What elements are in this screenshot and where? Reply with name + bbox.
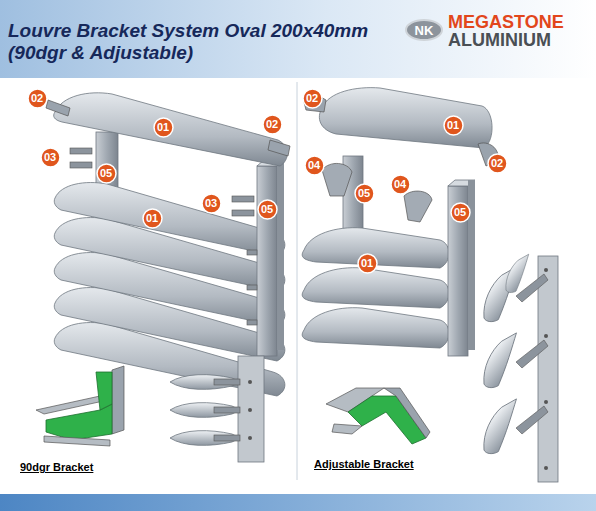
callout-text: 01 — [157, 122, 169, 133]
callout-text: 05 — [100, 168, 112, 179]
callout-text: 01 — [447, 120, 459, 131]
callout-number: 02 — [27, 88, 48, 109]
callout-number: 01 — [153, 117, 174, 138]
logo-badge: NK — [405, 19, 443, 41]
callout-number: 04 — [304, 155, 325, 176]
callout-text: 01 — [146, 213, 158, 224]
callout-text: 02 — [266, 119, 278, 130]
callout-text: 05 — [358, 188, 370, 199]
callout-number: 01 — [357, 253, 378, 274]
callout-text: 03 — [44, 152, 56, 163]
callout-text: 04 — [394, 179, 406, 190]
callout-number: 05 — [354, 183, 375, 204]
callout-text: 02 — [491, 158, 503, 169]
callout-number: 02 — [302, 88, 323, 109]
diagram-title: Louvre Bracket System Oval 200x40mm (90d… — [8, 20, 378, 64]
callout-text: 03 — [205, 198, 217, 209]
callout-text: 02 — [306, 93, 318, 104]
callout-number: 05 — [96, 163, 117, 184]
callout-number: 03 — [40, 147, 61, 168]
callout-number: 02 — [262, 114, 283, 135]
part-caption: Adjustable Bracket — [314, 458, 414, 470]
brand-subtitle: ALUMINIUM — [448, 30, 551, 51]
callout-number: 03 — [201, 193, 222, 214]
logo-text: NK — [415, 24, 434, 37]
callout-number: 02 — [487, 153, 508, 174]
callout-number: 04 — [390, 174, 411, 195]
brand-name: MEGASTONE — [448, 12, 564, 33]
callout-number: 01 — [443, 115, 464, 136]
callout-text: 05 — [261, 204, 273, 215]
part-caption: 90dgr Bracket — [20, 461, 93, 473]
callout-text: 05 — [454, 207, 466, 218]
callout-number: 05 — [450, 202, 471, 223]
callout-text: 02 — [31, 93, 43, 104]
callout-number: 01 — [142, 208, 163, 229]
callout-text: 04 — [308, 160, 320, 171]
callout-number: 05 — [257, 199, 278, 220]
callout-text: 01 — [361, 258, 373, 269]
